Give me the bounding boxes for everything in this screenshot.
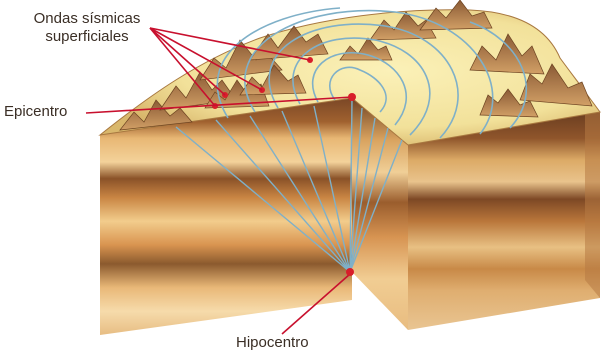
block-front-right-face	[408, 112, 600, 330]
surface-waves-label: Ondas sísmicas superficiales	[12, 10, 162, 46]
hypocenter-label: Hipocentro	[236, 334, 309, 352]
surface-waves-label-line2: superficiales	[12, 28, 162, 46]
epicenter-label: Epicentro	[4, 103, 67, 121]
epicenter-marker	[348, 93, 356, 101]
surface-waves-label-line1: Ondas sísmicas	[12, 10, 162, 28]
hypocenter-marker	[346, 268, 354, 276]
